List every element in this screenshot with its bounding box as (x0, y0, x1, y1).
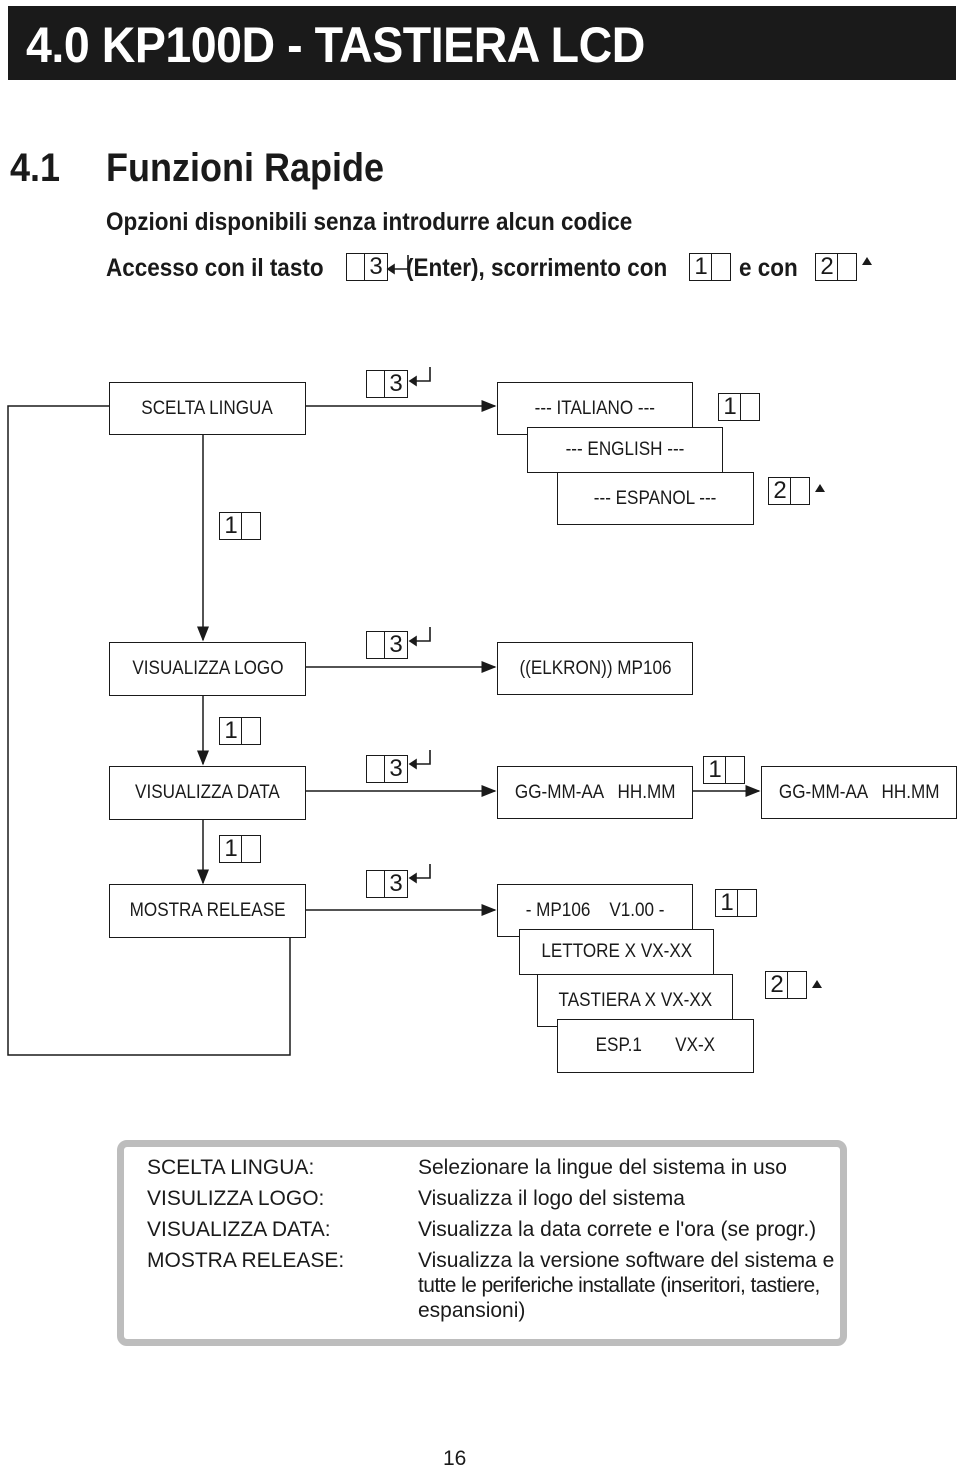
access-and-text: e con (739, 254, 798, 282)
legend-term: SCELTA LINGUA: (147, 1156, 315, 1179)
scroll-down-key-icon: 1 (219, 835, 263, 863)
section-title: Funzioni Rapide (106, 146, 384, 190)
enter-key-icon: 3 (346, 253, 390, 281)
access-prefix-text: Accesso con il tasto (106, 254, 324, 282)
legend-desc: Visualizza il logo del sistema (418, 1187, 685, 1210)
legend-box (117, 1140, 847, 1346)
menu-box-scelta-lingua: SCELTA LINGUA (109, 382, 306, 435)
legend-term: VISUALIZZA DATA: (147, 1218, 331, 1241)
scroll-down-key-icon: 1 (703, 756, 747, 784)
date-box-1: GG-MM-AA HH.MM (497, 766, 693, 819)
enter-key-icon: 3 (366, 631, 410, 659)
title-bar: 4.0 KP100D - TASTIERA LCD (8, 6, 956, 80)
enter-key-icon: 3 (366, 370, 410, 398)
legend-desc: espansioni) (418, 1299, 526, 1322)
enter-key-icon: 3 (366, 755, 410, 783)
release-box-esp: ESP.1 VX-X (557, 1019, 754, 1073)
legend-term: MOSTRA RELEASE: (147, 1249, 345, 1272)
scroll-up-key-icon: 2 (768, 477, 812, 505)
scroll-down-key-icon: 1 (219, 512, 263, 540)
scroll-up-key-icon: 2 (765, 971, 809, 999)
legend-desc: tutte le periferiche installate (inserit… (418, 1274, 820, 1297)
access-enter-text: (Enter), scorrimento con (406, 254, 668, 282)
section-subtitle: Opzioni disponibili senza introdurre alc… (106, 208, 633, 236)
scroll-down-key-icon: 1 (718, 393, 762, 421)
scroll-down-key-icon: 1 (219, 717, 263, 745)
release-box-mp106: - MP106 V1.00 - (497, 884, 693, 937)
menu-box-visualizza-logo: VISUALIZZA LOGO (109, 642, 306, 696)
legend-desc: Selezionare la lingue del sistema in uso (418, 1156, 787, 1179)
release-box-tastiera: TASTIERA X VX-XX (537, 974, 733, 1027)
legend-desc: Visualizza la data correte e l'ora (se p… (418, 1218, 817, 1241)
legend-desc: Visualizza la versione software del sist… (418, 1249, 835, 1272)
scroll-down-key-icon: 1 (715, 889, 759, 917)
page-title: 4.0 KP100D - TASTIERA LCD (26, 17, 645, 73)
section-number: 4.1 (10, 146, 61, 190)
lang-box-italiano: --- ITALIANO --- (497, 382, 693, 435)
date-box-2: GG-MM-AA HH.MM (761, 766, 957, 819)
legend-term: VISULIZZA LOGO: (147, 1187, 325, 1210)
logo-box: ((ELKRON)) MP106 (497, 642, 693, 695)
menu-box-visualizza-data: VISUALIZZA DATA (109, 766, 306, 820)
enter-key-icon: 3 (366, 870, 410, 898)
scroll-up-key-icon: 2 (815, 253, 859, 281)
menu-box-mostra-release: MOSTRA RELEASE (109, 884, 306, 938)
release-box-lettore: LETTORE X VX-XX (519, 929, 714, 975)
lang-box-espanol: --- ESPANOL --- (557, 472, 754, 525)
lang-box-english: --- ENGLISH --- (527, 427, 723, 473)
scroll-down-key-icon: 1 (689, 253, 733, 281)
page-number: 16 (443, 1447, 467, 1470)
